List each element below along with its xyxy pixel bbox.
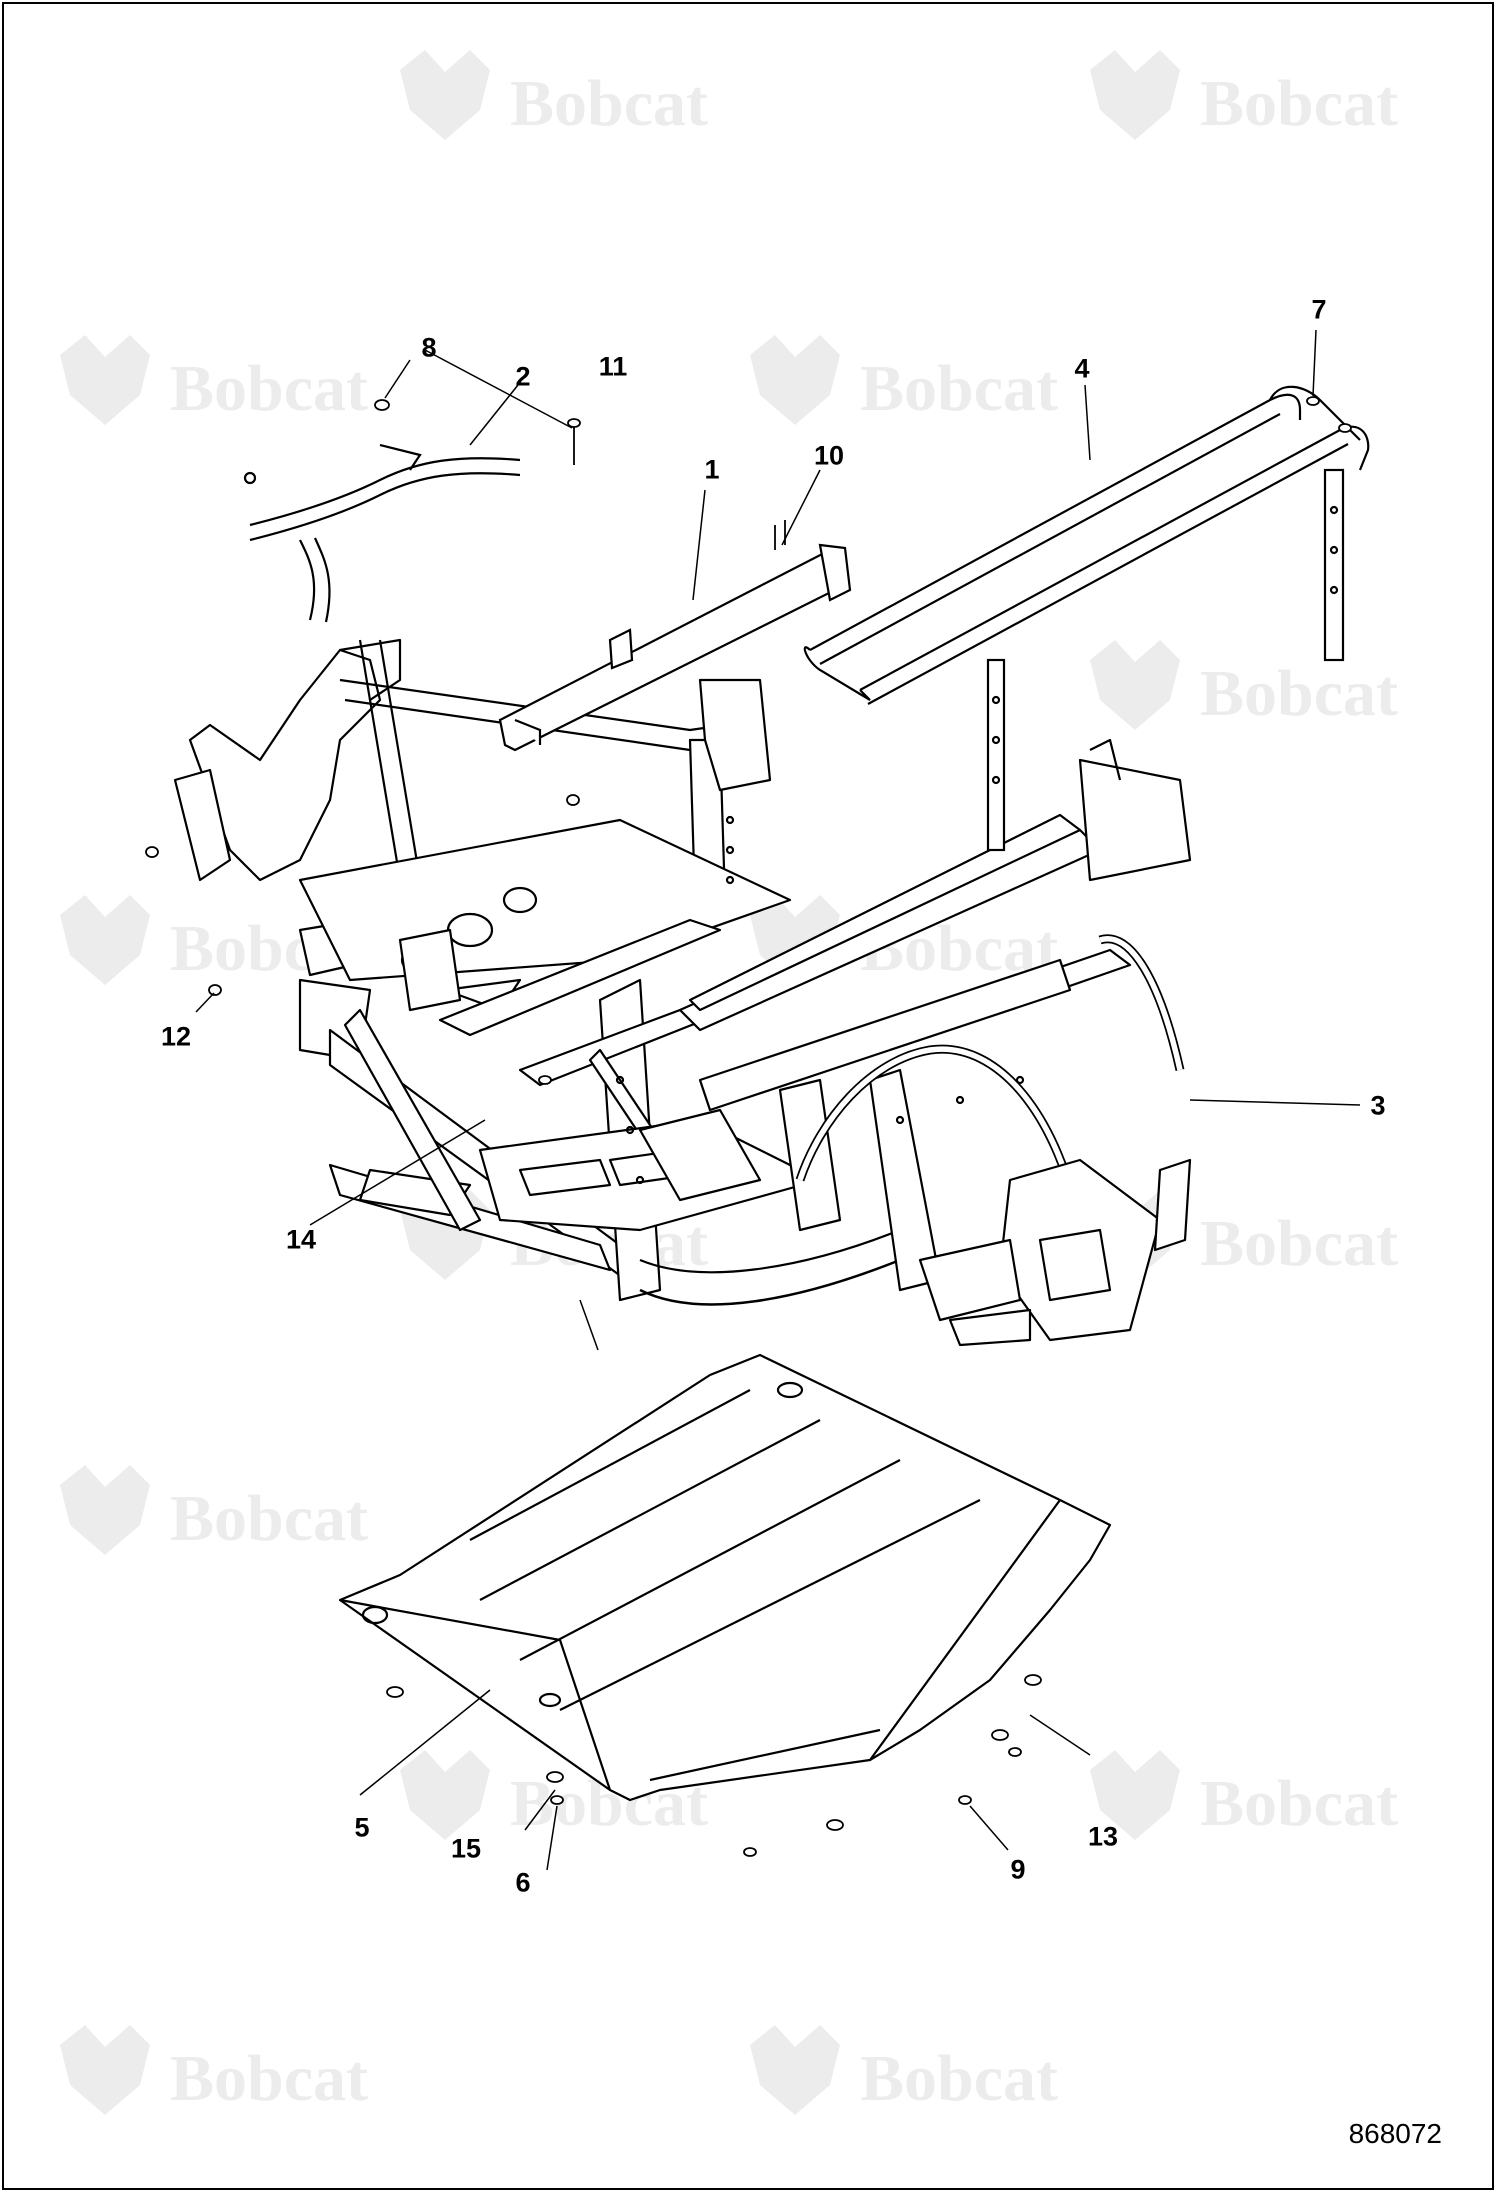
callout-12: 12 bbox=[160, 1021, 192, 1052]
part-1-upper-tube bbox=[498, 543, 852, 752]
svg-text:Bobcat: Bobcat bbox=[170, 2042, 368, 2115]
callout-2: 2 bbox=[515, 361, 531, 392]
watermark-logo: Bobcat bbox=[60, 335, 368, 425]
hardware-fasteners bbox=[145, 396, 1352, 1857]
callout-7: 7 bbox=[1311, 294, 1327, 325]
callout-14: 14 bbox=[285, 1224, 317, 1255]
watermark-logo: Bobcat bbox=[750, 2025, 1058, 2115]
callout-6: 6 bbox=[515, 1867, 531, 1898]
svg-text:Bobcat: Bobcat bbox=[510, 67, 708, 140]
callout-5: 5 bbox=[354, 1812, 370, 1843]
document-number: 868072 bbox=[1348, 2118, 1442, 2149]
watermark-logo: Bobcat bbox=[1090, 1750, 1398, 1840]
callout-3: 3 bbox=[1370, 1090, 1386, 1121]
watermark-logo: Bobcat bbox=[1090, 640, 1398, 730]
leader-lines bbox=[195, 329, 1361, 1871]
watermark-logo: Bobcat bbox=[60, 1465, 368, 1555]
callout-8: 8 bbox=[421, 332, 437, 363]
svg-text:Bobcat: Bobcat bbox=[860, 352, 1058, 425]
svg-text:Bobcat: Bobcat bbox=[1200, 657, 1398, 730]
callout-4: 4 bbox=[1074, 353, 1090, 384]
svg-text:Bobcat: Bobcat bbox=[170, 1482, 368, 1555]
part-5-skid-plate bbox=[338, 1353, 1112, 1802]
callout-13: 13 bbox=[1087, 1821, 1119, 1852]
part-4-roof-rack bbox=[803, 385, 1370, 852]
watermark-logo: Bobcat bbox=[60, 2025, 368, 2115]
svg-text:Bobcat: Bobcat bbox=[1200, 67, 1398, 140]
watermark-logo: Bobcat bbox=[750, 335, 1058, 425]
svg-text:Bobcat: Bobcat bbox=[860, 2042, 1058, 2115]
watermark-logo: Bobcat bbox=[400, 50, 708, 140]
callout-9: 9 bbox=[1010, 1854, 1026, 1885]
svg-text:Bobcat: Bobcat bbox=[170, 352, 368, 425]
callout-10: 10 bbox=[813, 440, 845, 471]
callout-1: 1 bbox=[704, 454, 720, 485]
watermark-logo: Bobcat bbox=[60, 895, 368, 985]
svg-text:Bobcat: Bobcat bbox=[1200, 1767, 1398, 1840]
svg-text:Bobcat: Bobcat bbox=[1200, 1207, 1398, 1280]
callout-15: 15 bbox=[450, 1833, 482, 1864]
watermark-logo: Bobcat bbox=[1090, 50, 1398, 140]
part-2-front-bar bbox=[243, 443, 521, 623]
main-frame bbox=[173, 638, 1192, 1347]
callout-11: 11 bbox=[598, 351, 628, 382]
